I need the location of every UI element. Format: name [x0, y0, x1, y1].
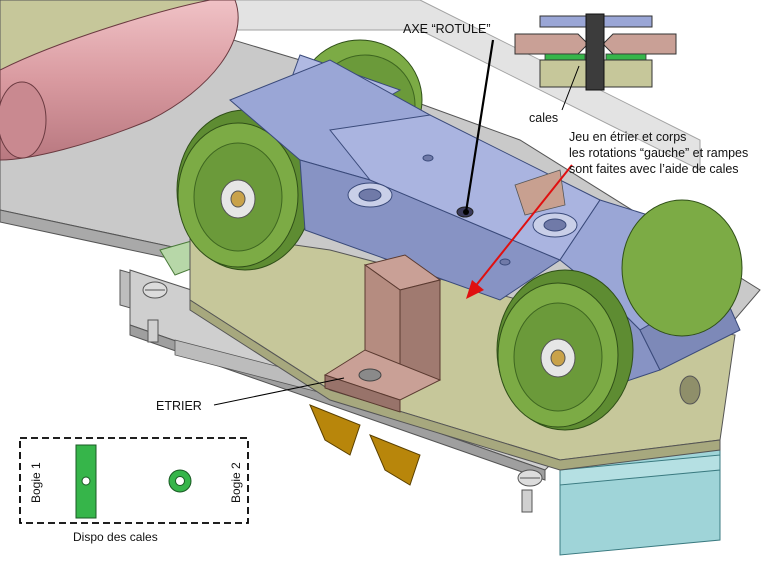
- jeu-note-line3: sont faites avec l’aide de cales: [569, 162, 739, 176]
- inset-left-block: [514, 33, 589, 55]
- etrier-bracket: [323, 254, 442, 413]
- jeu-note-line2: les rotations “gauche” et rampes: [569, 146, 748, 160]
- etrier-leader: [213, 377, 345, 406]
- red-arrow-shaft: [473, 164, 573, 289]
- bogie1-label: Bogie 1: [29, 462, 43, 503]
- jeu-note-line1: Jeu en étrier et corps: [569, 130, 686, 144]
- shim-washer-hole: [175, 476, 185, 486]
- legend-dashed-box: [19, 437, 249, 524]
- gear-teeth: [309, 404, 421, 486]
- shim-bar-hole: [81, 476, 91, 486]
- motor: [0, 0, 239, 161]
- inset-shim-left: [544, 53, 586, 61]
- section-inset: [514, 13, 677, 91]
- inset-right-block: [602, 33, 677, 55]
- inset-shim-right: [605, 53, 647, 61]
- cales-leader: [561, 65, 580, 111]
- etrier-label: ETRIER: [156, 399, 202, 413]
- inset-axle-pin: [585, 13, 605, 91]
- cales-label: cales: [529, 111, 558, 125]
- bogie2-label: Bogie 2: [229, 462, 243, 503]
- shim-layout-legend: Bogie 1 Bogie 2: [19, 437, 249, 524]
- axe-rotule-leader: [464, 39, 495, 213]
- axe-rotule-label: AXE “ROTULE”: [403, 22, 491, 36]
- red-arrow: [466, 164, 573, 299]
- dispo-label: Dispo des cales: [73, 530, 158, 544]
- wheel-left: [176, 109, 314, 271]
- wheel-right: [496, 199, 743, 431]
- leader-lines: [213, 39, 580, 406]
- red-arrow-head: [466, 280, 484, 299]
